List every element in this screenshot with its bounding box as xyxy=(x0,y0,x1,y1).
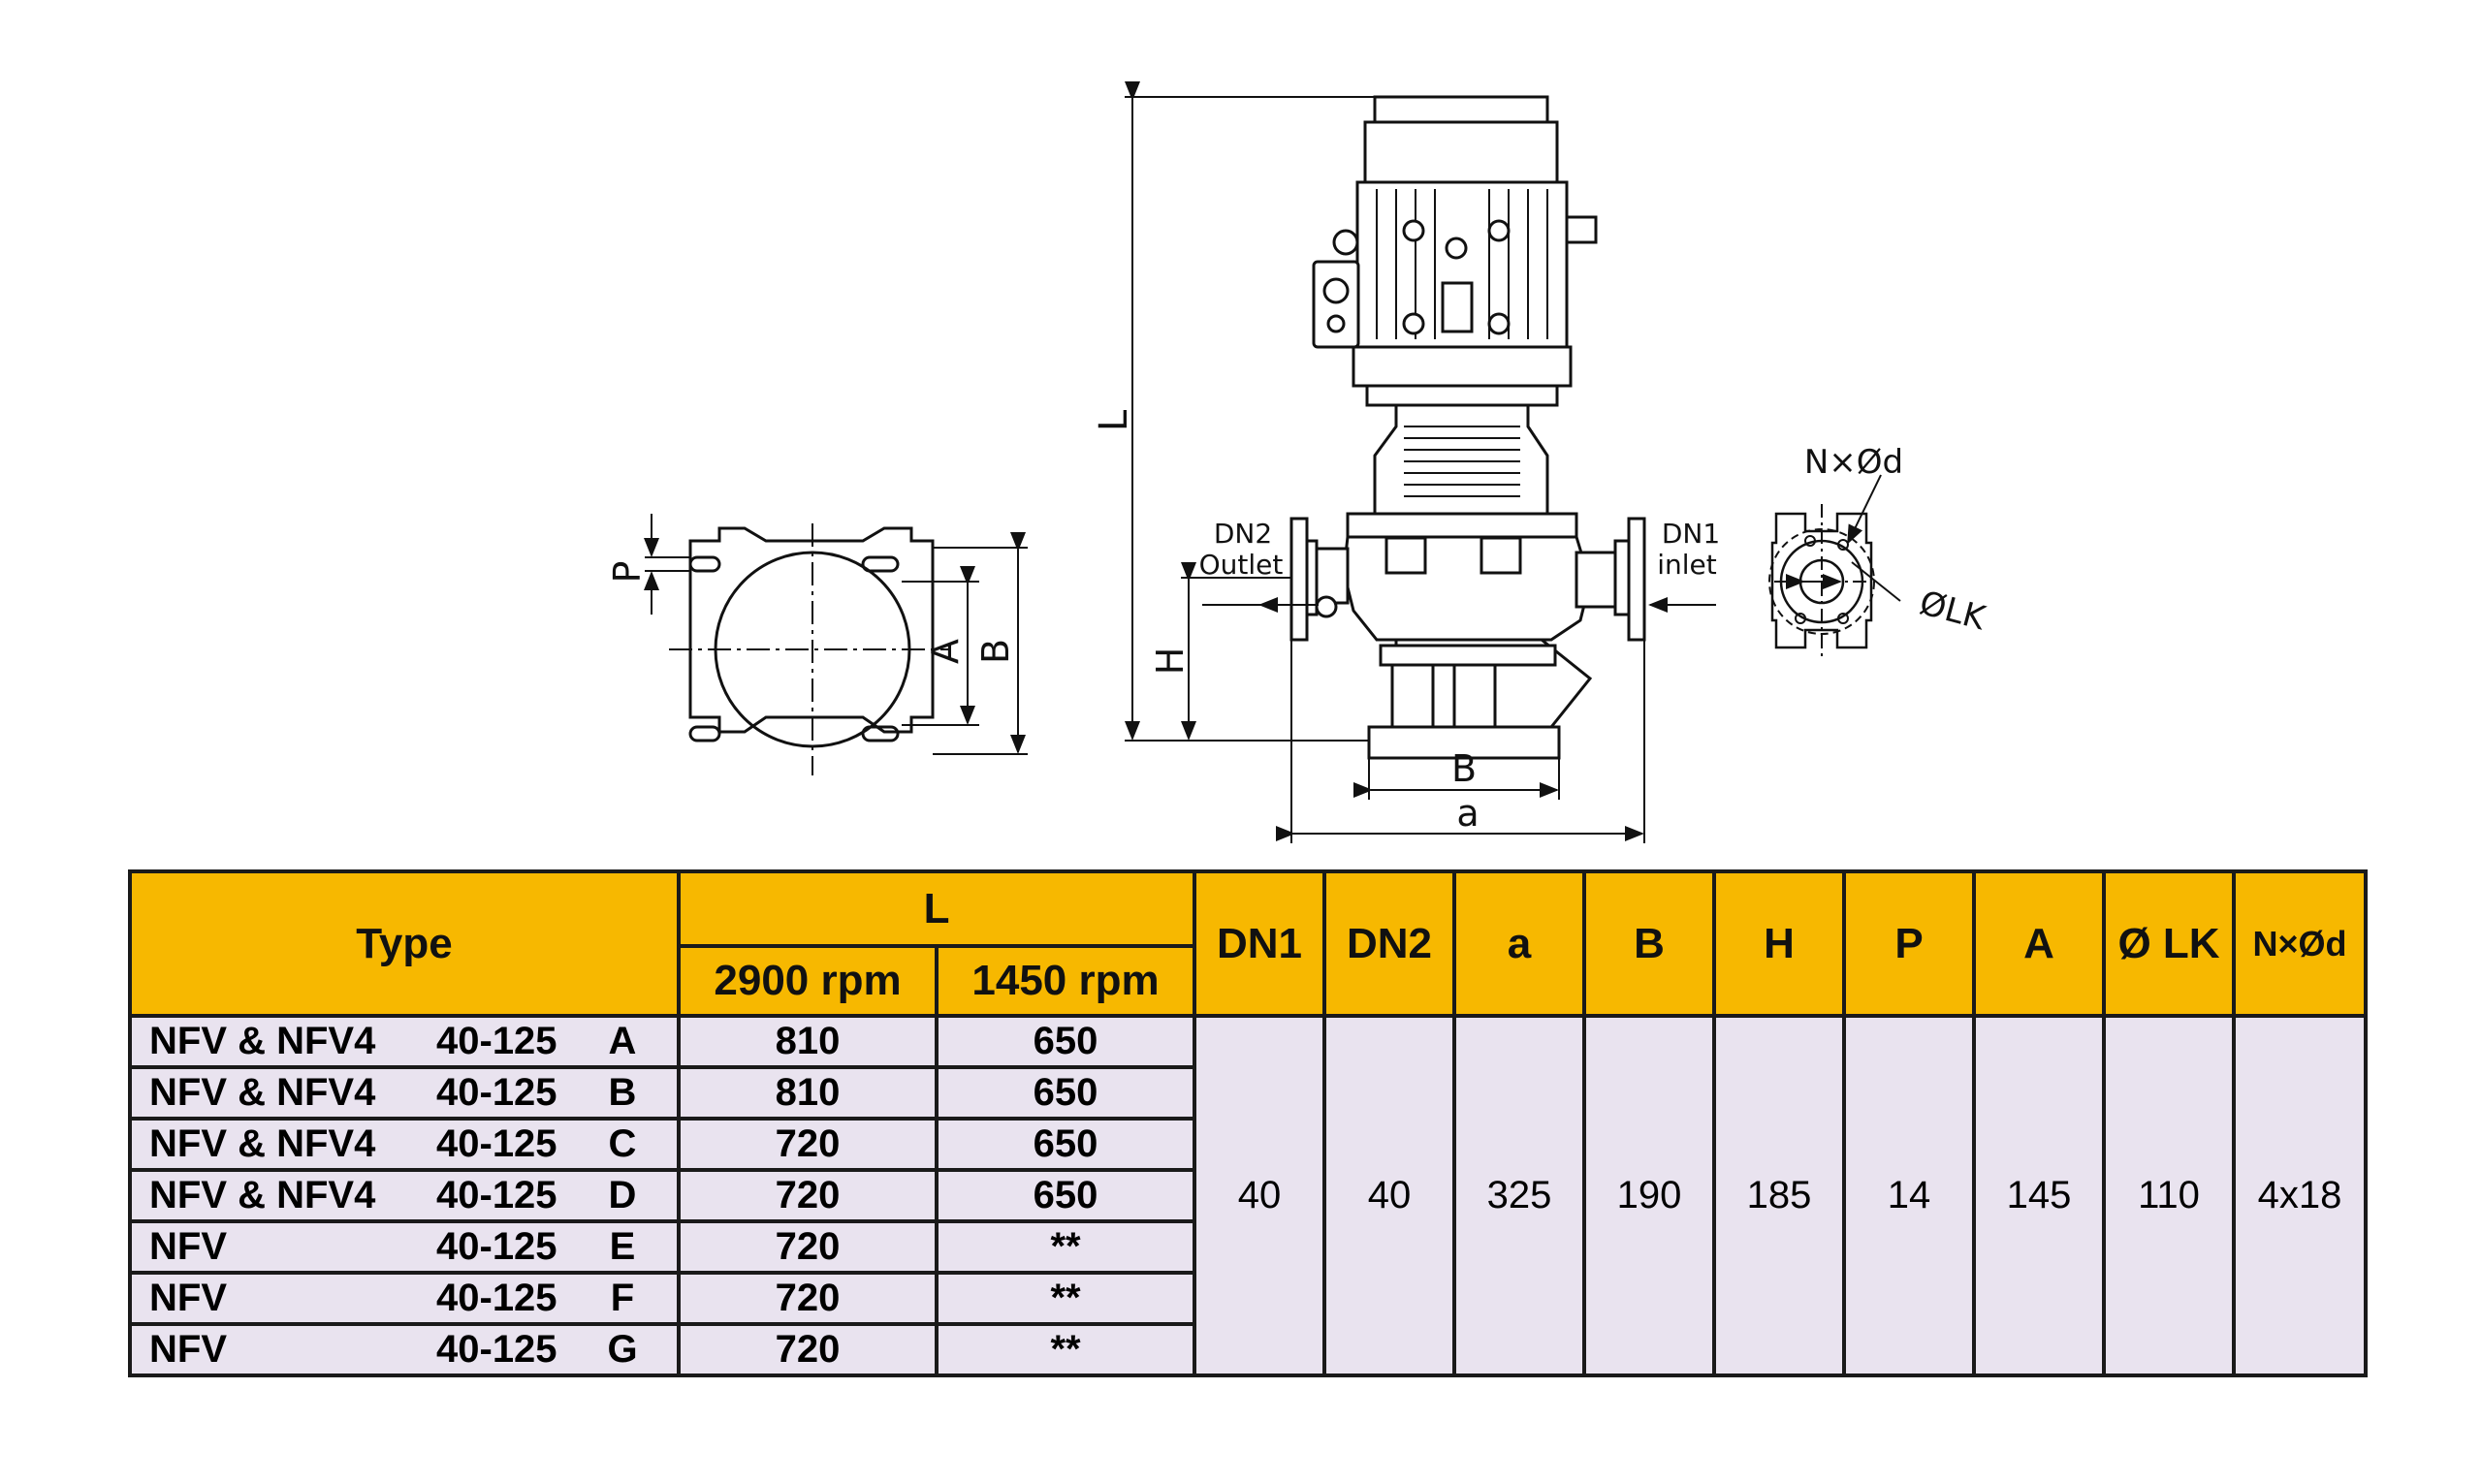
pump-dimensions xyxy=(1125,81,1716,843)
table-row: NFV 40-125 E 720 ** xyxy=(128,1219,2366,1275)
length-1450: ** xyxy=(934,1271,1197,1326)
header-a-upper: A xyxy=(1972,869,2107,1018)
model-variant: F xyxy=(610,1277,635,1319)
model-variant: E xyxy=(609,1225,636,1268)
length-1450: 650 xyxy=(934,1168,1197,1223)
length-1450: ** xyxy=(934,1322,1197,1377)
model-size: 40-125 xyxy=(436,1225,557,1268)
type-cell: NFV & NFV4 40-125 B xyxy=(128,1065,681,1121)
length-2900: 720 xyxy=(677,1271,939,1326)
header-1450rpm: 1450 rpm xyxy=(934,944,1197,1018)
model-name: NFV xyxy=(149,1328,227,1371)
inlet-dn-label: DN1 xyxy=(1662,518,1720,550)
dim-label-h: H xyxy=(1149,647,1192,676)
header-h: H xyxy=(1712,869,1847,1018)
type-cell: NFV 40-125 E xyxy=(128,1219,681,1275)
header-b: B xyxy=(1582,869,1717,1018)
model-name: NFV & NFV4 xyxy=(149,1020,376,1062)
type-cell: NFV 40-125 F xyxy=(128,1271,681,1326)
length-1450: 650 xyxy=(934,1065,1197,1121)
model-variant: A xyxy=(608,1020,637,1062)
model-variant: B xyxy=(608,1071,637,1114)
dim-label-a-base: A xyxy=(924,639,967,664)
header-p: P xyxy=(1842,869,1977,1018)
length-2900: 810 xyxy=(677,1065,939,1121)
pump-dimension-drawing: P A B xyxy=(606,81,1991,843)
table-row: NFV 40-125 G 720 ** xyxy=(128,1322,2366,1377)
value-a-upper: 145 xyxy=(1972,1014,2107,1377)
model-size: 40-125 xyxy=(436,1122,557,1165)
value-h: 185 xyxy=(1712,1014,1847,1377)
table-row: NFV & NFV4 40-125 D 720 650 xyxy=(128,1168,2366,1223)
value-dn2: 40 xyxy=(1322,1014,1457,1377)
value-p: 14 xyxy=(1842,1014,1977,1377)
table-row: NFV 40-125 F 720 ** xyxy=(128,1271,2366,1326)
pump-elevation xyxy=(1289,95,1646,760)
table-header-row: Type L DN1 DN2 a B H P A Ø LK N×Ød xyxy=(128,869,2369,1018)
model-name: NFV & NFV4 xyxy=(149,1174,376,1216)
table-row: NFV & NFV4 40-125 B 810 650 xyxy=(128,1065,2366,1121)
length-1450: 650 xyxy=(934,1117,1197,1172)
header-type: Type xyxy=(128,869,681,1018)
table-row: NFV & NFV4 40-125 C 720 650 xyxy=(128,1117,2366,1172)
model-name: NFV & NFV4 xyxy=(149,1071,376,1114)
header-length: L xyxy=(676,869,1197,948)
outlet-label: Outlet xyxy=(1199,549,1284,581)
type-cell: NFV & NFV4 40-125 D xyxy=(128,1168,681,1223)
type-cell: NFV & NFV4 40-125 C xyxy=(128,1117,681,1172)
value-b: 190 xyxy=(1582,1014,1717,1377)
length-2900: 720 xyxy=(677,1322,939,1377)
flange-pcd-label: ØLK xyxy=(1916,584,1991,639)
flange-holes-label: N×Ød xyxy=(1804,443,1903,482)
inlet-label: inlet xyxy=(1657,549,1717,581)
dimensions-table: Type L DN1 DN2 a B H P A Ø LK N×Ød 2900 … xyxy=(128,869,2369,1377)
model-size: 40-125 xyxy=(436,1071,557,1114)
model-variant: G xyxy=(607,1328,638,1371)
value-lk: 110 xyxy=(2102,1014,2237,1377)
dim-label-a: a xyxy=(1456,792,1479,835)
length-2900: 720 xyxy=(677,1168,939,1223)
header-2900rpm: 2900 rpm xyxy=(677,944,939,1018)
type-cell: NFV 40-125 G xyxy=(128,1322,681,1377)
length-1450: 650 xyxy=(934,1014,1197,1069)
dim-label-b: B xyxy=(1451,747,1477,790)
model-variant: C xyxy=(608,1122,637,1165)
dim-label-p: P xyxy=(606,561,649,584)
length-2900: 720 xyxy=(677,1117,939,1172)
model-size: 40-125 xyxy=(436,1174,557,1216)
model-variant: D xyxy=(608,1174,637,1216)
header-dn1: DN1 xyxy=(1193,869,1327,1018)
model-name: NFV xyxy=(149,1225,227,1268)
header-a: a xyxy=(1452,869,1587,1018)
dim-label-l: L xyxy=(1092,409,1136,431)
header-dn2: DN2 xyxy=(1322,869,1457,1018)
length-1450: ** xyxy=(934,1219,1197,1275)
model-name: NFV xyxy=(149,1277,227,1319)
model-size: 40-125 xyxy=(436,1277,557,1319)
header-lk: Ø LK xyxy=(2102,869,2237,1018)
dim-label-b-base: B xyxy=(974,639,1017,664)
base-plate-view xyxy=(644,514,1028,775)
model-size: 40-125 xyxy=(436,1328,557,1371)
flange-detail xyxy=(1768,474,1901,659)
model-name: NFV & NFV4 xyxy=(149,1122,376,1165)
value-a: 325 xyxy=(1452,1014,1587,1377)
table-row: NFV & NFV4 40-125 A 810 650 40 40 325 19… xyxy=(128,1014,2369,1377)
length-2900: 810 xyxy=(677,1014,939,1069)
outlet-dn-label: DN2 xyxy=(1214,518,1272,550)
type-cell: NFV & NFV4 40-125 A xyxy=(128,1014,681,1069)
value-dn1: 40 xyxy=(1193,1014,1327,1377)
header-nxd: N×Ød xyxy=(2232,869,2369,1018)
model-size: 40-125 xyxy=(436,1020,557,1062)
value-nxd: 4x18 xyxy=(2232,1014,2369,1377)
length-2900: 720 xyxy=(677,1219,939,1275)
table-subheader-row: 2900 rpm 1450 rpm xyxy=(130,944,2366,1018)
